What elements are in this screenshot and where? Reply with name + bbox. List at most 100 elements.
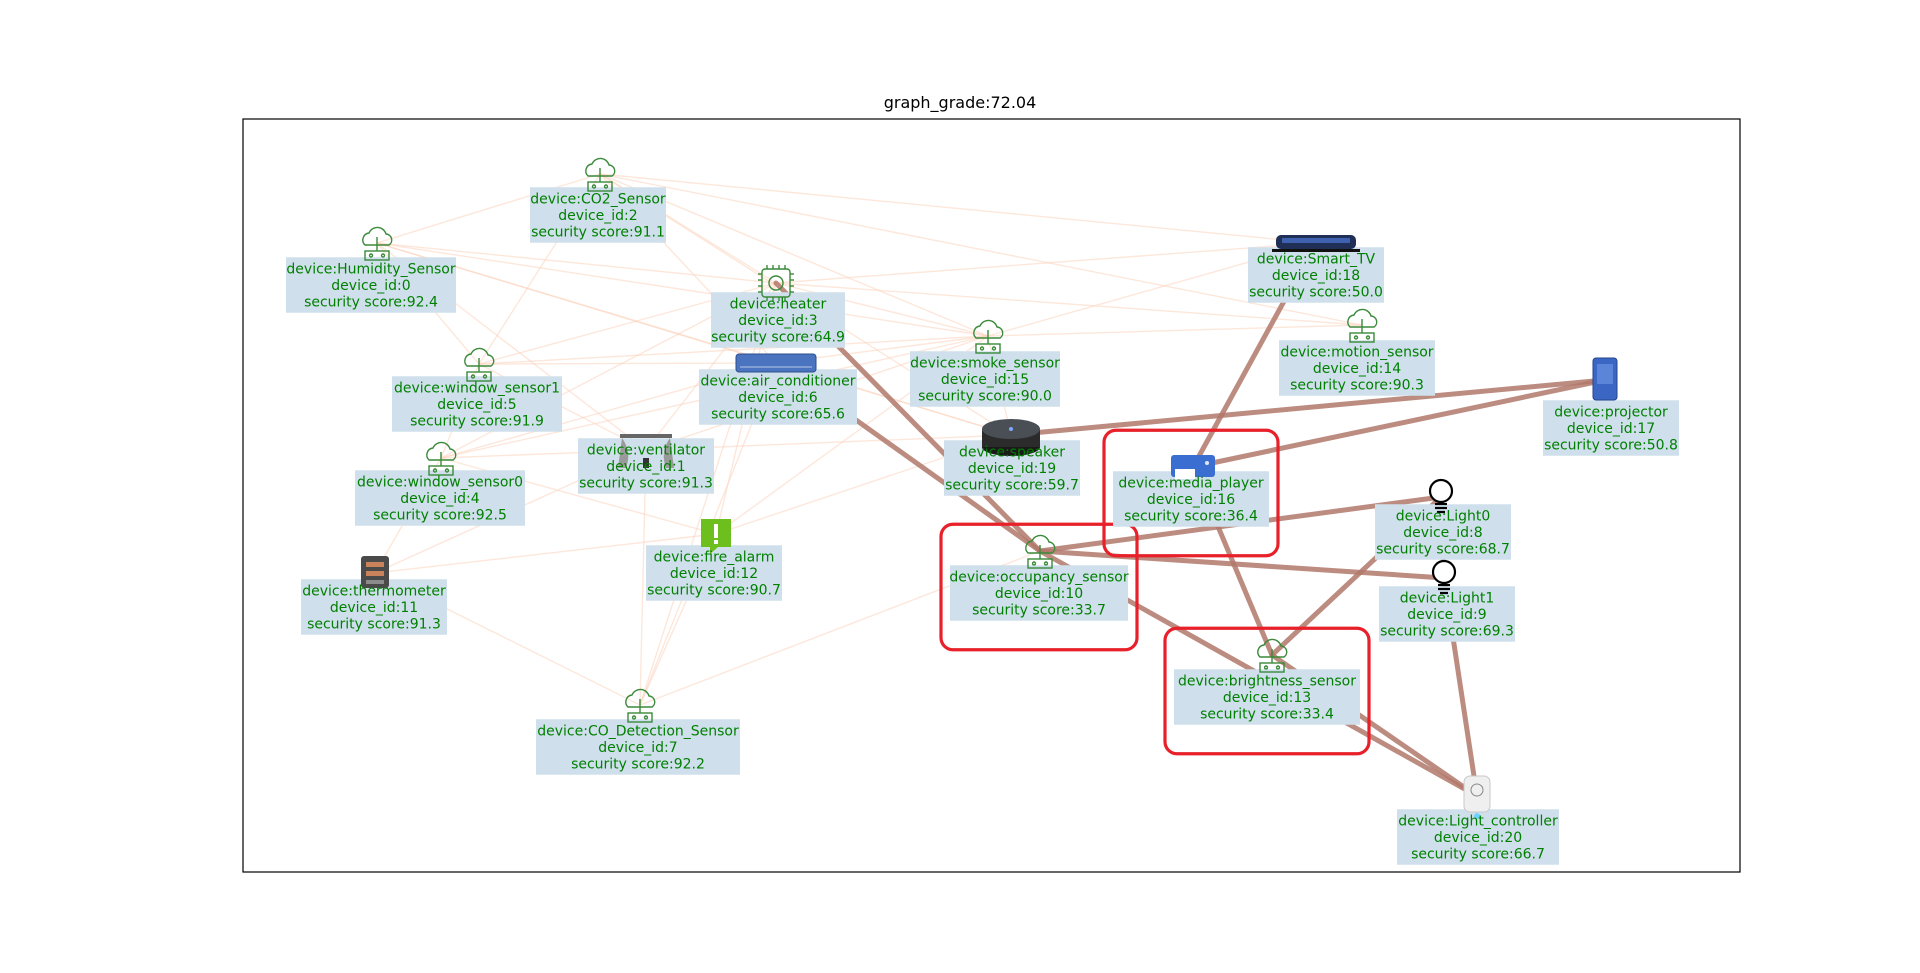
graph-node: device:media_playerdevice_id:16security … (1113, 455, 1269, 527)
node-device-name: device:speaker (959, 445, 1065, 461)
node-device-id: device_id:9 (1407, 607, 1486, 623)
node-device-name: device:projector (1554, 405, 1668, 421)
graph-node: device:occupancy_sensordevice_id:10secur… (949, 534, 1129, 621)
graph-node: device:CO_Detection_Sensordevice_id:7sec… (536, 688, 740, 775)
cloud-sensor-icon (625, 688, 656, 723)
smart-plug-icon (1463, 775, 1491, 819)
node-device-id: device_id:20 (1434, 830, 1522, 846)
nodes: device:Humidity_Sensordevice_id:0securit… (286, 157, 1679, 865)
node-device-id: device_id:1 (606, 459, 685, 475)
node-device-name: device:Smart_TV (1257, 252, 1376, 268)
faint-edge (775, 282, 989, 337)
node-security-score: security score:68.7 (1376, 542, 1510, 558)
node-security-score: security score:65.6 (711, 407, 845, 423)
node-device-name: device:Light0 (1396, 509, 1491, 525)
highlight-boxes (939, 428, 1371, 756)
node-device-id: device_id:0 (331, 278, 410, 294)
cloud-sensor-icon (426, 441, 457, 476)
graph-node: device:Humidity_Sensordevice_id:0securit… (286, 226, 456, 313)
faint-edges (374, 173, 1363, 706)
node-security-score: security score:91.9 (410, 414, 544, 430)
node-security-score: security score:92.5 (373, 508, 507, 524)
node-security-score: security score:90.7 (647, 583, 781, 599)
node-device-name: device:brightness_sensor (1178, 674, 1356, 690)
graph-node: device:Light_controllerdevice_id:20secur… (1397, 775, 1559, 865)
faint-edge (376, 173, 601, 244)
light-bulb-icon (1431, 559, 1457, 595)
node-device-name: device:air_conditioner (700, 374, 855, 390)
cloud-sensor-icon (1257, 638, 1288, 673)
node-label-box (1248, 247, 1384, 303)
node-security-score: security score:90.0 (918, 389, 1052, 405)
node-label-box (1375, 504, 1511, 560)
thermometer-icon (361, 556, 389, 588)
faint-edge (987, 324, 1363, 337)
faint-edge (478, 362, 777, 365)
node-device-id: device_id:10 (995, 586, 1083, 602)
node-device-name: device:ventilator (587, 443, 705, 459)
node-device-name: device:thermometer (302, 584, 446, 600)
node-device-name: device:Light_controller (1398, 814, 1558, 830)
faint-edge (775, 282, 1363, 326)
node-device-id: device_id:6 (738, 390, 817, 406)
node-security-score: security score:59.7 (945, 478, 1079, 494)
node-label-box (910, 351, 1060, 407)
graph-node: device:window_sensor0device_id:4security… (355, 441, 525, 526)
cloud-sensor-icon (464, 347, 495, 382)
node-label-box (286, 257, 456, 313)
node-label-box (301, 579, 447, 635)
graph-node: device:motion_sensordevice_id:14security… (1279, 308, 1435, 396)
node-device-id: device_id:19 (968, 461, 1056, 477)
node-device-id: device_id:12 (670, 566, 758, 582)
node-security-score: security score:91.3 (579, 476, 713, 492)
light-bulb-icon (1428, 478, 1454, 514)
strong-edge (1190, 377, 1608, 470)
graph-node: device:window_sensor1device_id:5security… (392, 347, 562, 432)
faint-edge (478, 335, 989, 365)
node-security-score: security score:92.2 (571, 757, 705, 773)
node-device-name: device:fire_alarm (654, 550, 775, 566)
cloud-sensor-icon (1347, 308, 1378, 343)
faint-edge (599, 173, 1363, 326)
graph-title: graph_grade:72.04 (883, 93, 1037, 112)
node-label-box (646, 545, 782, 601)
node-device-id: device_id:16 (1147, 492, 1235, 508)
speaker-icon (982, 419, 1040, 456)
node-security-score: security score:90.3 (1290, 378, 1424, 394)
air-conditioner-icon (735, 353, 817, 373)
node-device-name: device:Humidity_Sensor (286, 262, 455, 278)
node-security-score: security score:33.7 (972, 603, 1106, 619)
plot-frame (242, 118, 1741, 873)
graph-node: device:air_conditionerdevice_id:6securit… (699, 353, 857, 425)
node-device-id: device_id:11 (330, 600, 418, 616)
node-label-box (699, 369, 857, 425)
faint-edge (639, 282, 777, 706)
node-label-box (1279, 340, 1435, 396)
node-device-name: device:media_player (1118, 476, 1264, 492)
highlight-box (1163, 626, 1371, 756)
projector-icon (1592, 357, 1618, 401)
node-device-id: device_id:14 (1313, 361, 1401, 377)
node-device-id: device_id:4 (400, 491, 479, 507)
node-device-name: device:occupancy_sensor (949, 570, 1128, 586)
node-device-id: device_id:15 (941, 372, 1029, 388)
cloud-sensor-icon (362, 226, 393, 261)
node-device-name: device:Light1 (1400, 591, 1495, 607)
strong-edge (1037, 548, 1447, 581)
strong-edge (1008, 377, 1608, 438)
cloud-sensor-icon (1025, 534, 1056, 569)
node-security-score: security score:36.4 (1124, 509, 1258, 525)
node-security-score: security score:91.1 (531, 225, 665, 241)
media-player-icon (1171, 455, 1215, 479)
node-device-name: device:smoke_sensor (910, 356, 1060, 372)
node-device-id: device_id:8 (1403, 525, 1482, 541)
